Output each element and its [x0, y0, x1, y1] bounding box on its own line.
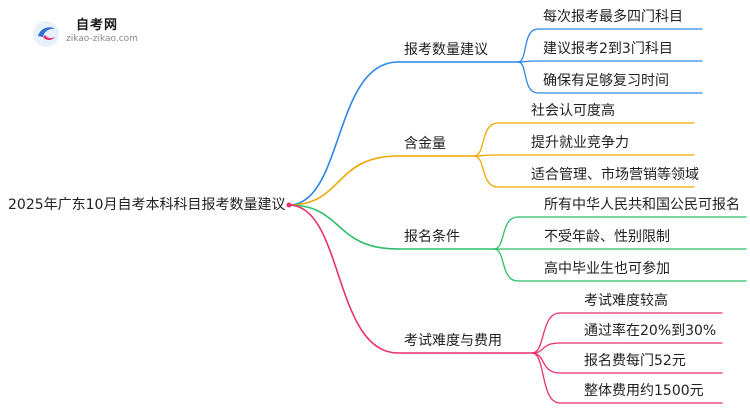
branch-label[interactable]: 考试难度与费用 [404, 333, 502, 349]
leaf-label[interactable]: 提升就业竞争力 [531, 135, 629, 151]
leaf-label[interactable]: 所有中华人民共和国公民可报名 [544, 197, 740, 213]
root-topic[interactable]: 2025年广东10月自考本科科目报考数量建议 [8, 197, 286, 213]
leaf-label[interactable]: 高中毕业生也可参加 [544, 261, 670, 277]
branch-connector [288, 204, 399, 250]
logo-title: 自考网 [76, 18, 119, 33]
logo-mark-icon [33, 21, 59, 47]
leaf-connector [493, 248, 519, 282]
leaf-label[interactable]: 适合管理、市场营销等领域 [531, 167, 699, 183]
leaf-connector [531, 312, 561, 354]
branch-label[interactable]: 报名条件 [404, 229, 460, 245]
leaf-connector [517, 28, 539, 63]
site-logo[interactable]: 自考网 zikao-zikao.com [32, 14, 142, 50]
branch-connector [288, 155, 399, 206]
leaf-label[interactable]: 不受年龄、性别限制 [544, 229, 670, 245]
leaf-label[interactable]: 考试难度较高 [584, 293, 668, 309]
leaf-label[interactable]: 确保有足够复习时间 [543, 73, 669, 89]
leaf-label[interactable]: 每次报考最多四门科目 [543, 9, 683, 25]
root-node-dot [286, 202, 292, 208]
leaf-label[interactable]: 社会认可度高 [531, 103, 615, 119]
branch-connector [288, 61, 399, 206]
leaf-label[interactable]: 整体费用约1500元 [584, 383, 704, 399]
branch-label[interactable]: 含金量 [404, 136, 446, 152]
branch-label[interactable]: 报考数量建议 [404, 42, 488, 58]
leaf-connector [531, 352, 561, 374]
leaf-connector [473, 155, 499, 188]
leaf-connector [531, 352, 561, 404]
leaf-connector [493, 216, 519, 250]
leaf-label[interactable]: 通过率在20%到30% [584, 323, 717, 339]
leaf-label[interactable]: 报名费每门52元 [584, 353, 686, 369]
leaf-connector [473, 122, 499, 157]
branch-connector [288, 204, 399, 354]
logo-url: zikao-zikao.com [66, 34, 138, 44]
leaf-connector [517, 61, 539, 94]
leaf-label[interactable]: 建议报考2到3门科目 [543, 41, 673, 57]
